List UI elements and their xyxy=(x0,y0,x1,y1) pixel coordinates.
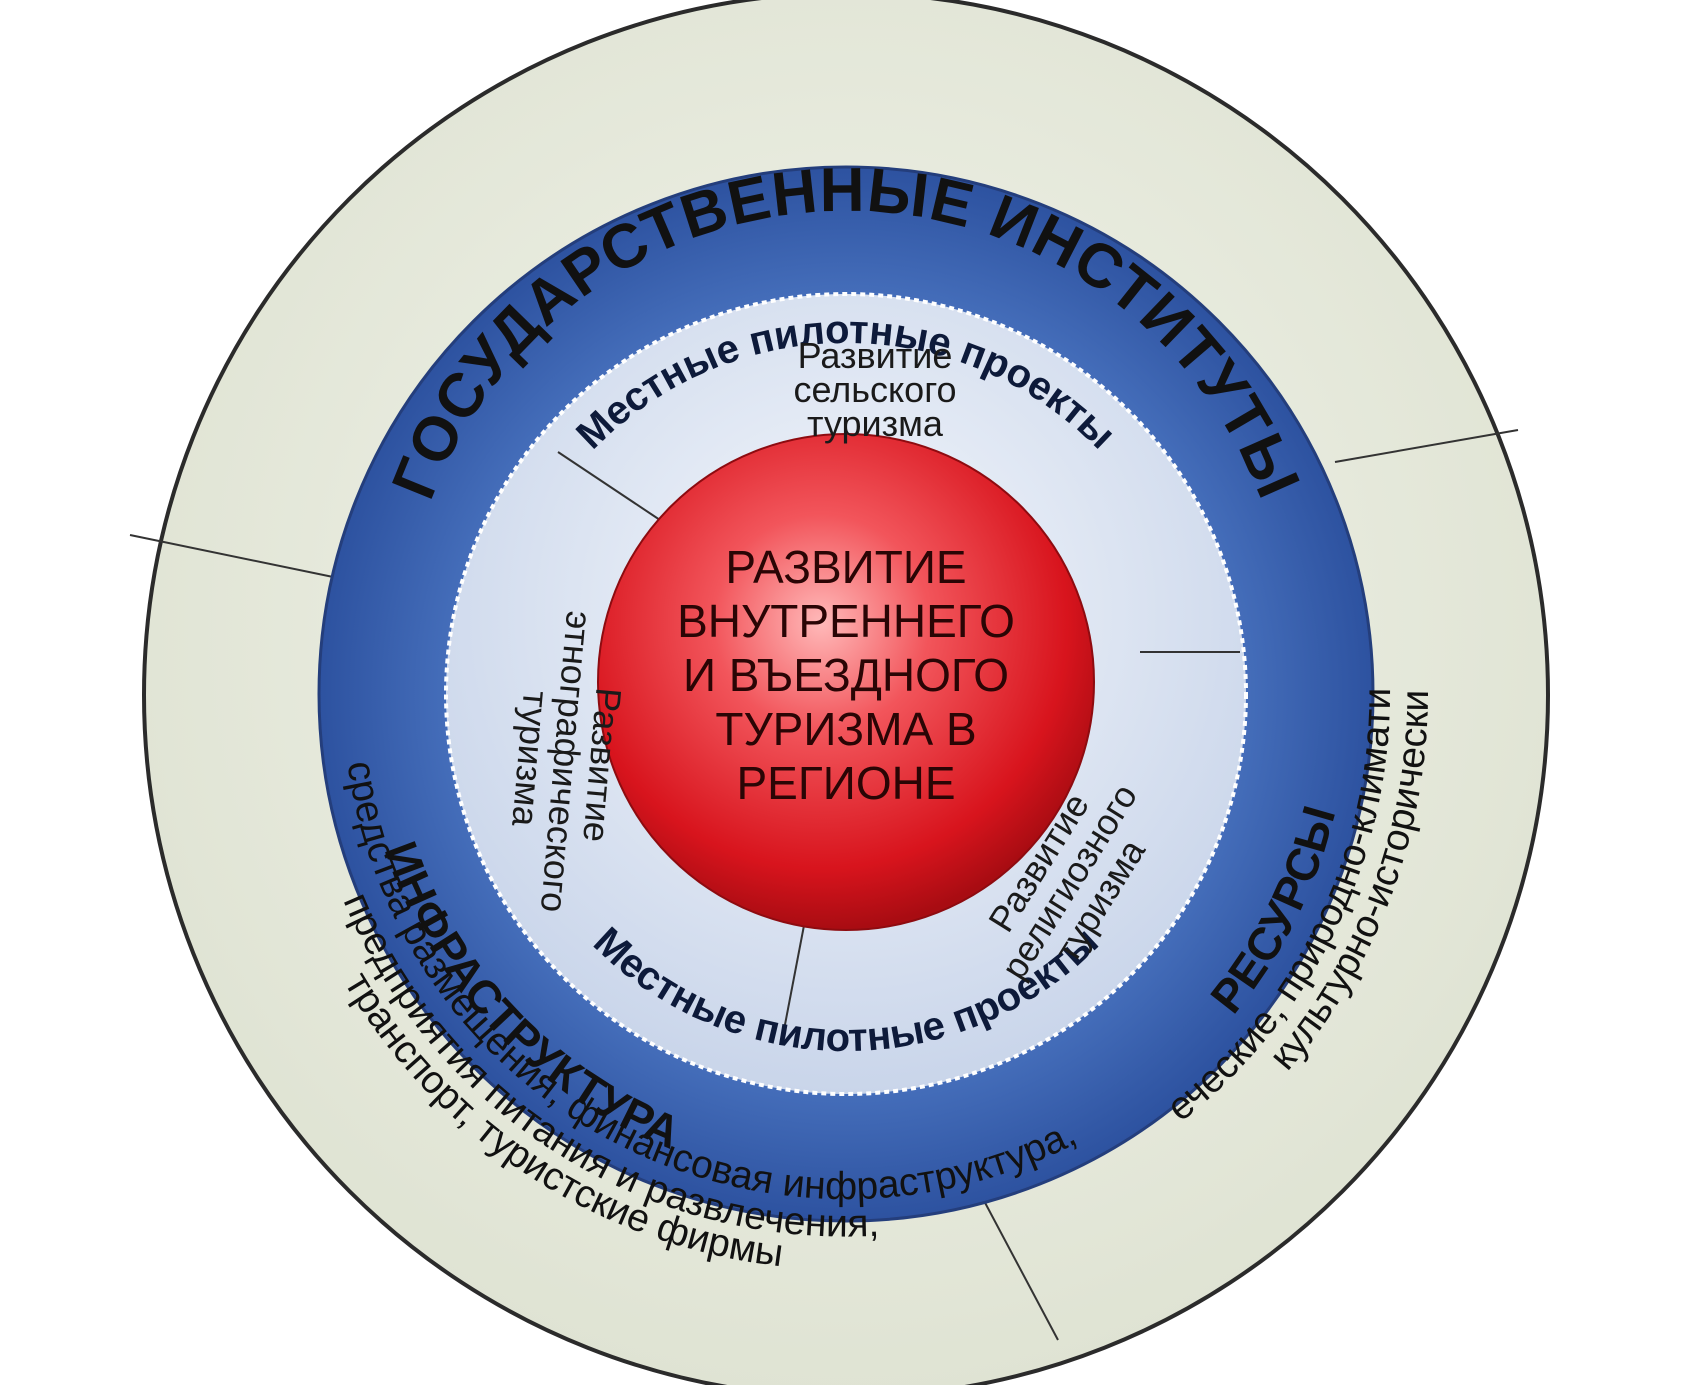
center-sphere xyxy=(597,433,1095,931)
inner-divider-bottom xyxy=(782,914,807,1036)
outer-divider-left xyxy=(129,534,339,579)
outer-divider-right xyxy=(1334,429,1519,463)
rural-tourism-label: Развитие сельского туризма xyxy=(793,335,956,444)
rural-tourism-line-2: сельского xyxy=(793,369,956,410)
inner-divider-left xyxy=(557,451,661,521)
center-line-2: ВНУТРЕННЕГО xyxy=(677,595,1015,647)
ethnographic-tourism-label: Развитие этнографического туризма xyxy=(504,609,629,914)
rural-tourism-line-3: туризма xyxy=(807,403,944,444)
center-line-4: ТУРИЗМА В xyxy=(715,703,976,755)
center-line-1: РАЗВИТИЕ xyxy=(725,541,966,593)
center-line-3: И ВЪЕЗДНОГО xyxy=(683,649,1009,701)
center-line-5: РЕГИОНЕ xyxy=(736,757,955,809)
rural-tourism-line-1: Развитие xyxy=(798,335,953,376)
center-label: РАЗВИТИЕ ВНУТРЕННЕГО И ВЪЕЗДНОГО ТУРИЗМА… xyxy=(677,541,1015,809)
